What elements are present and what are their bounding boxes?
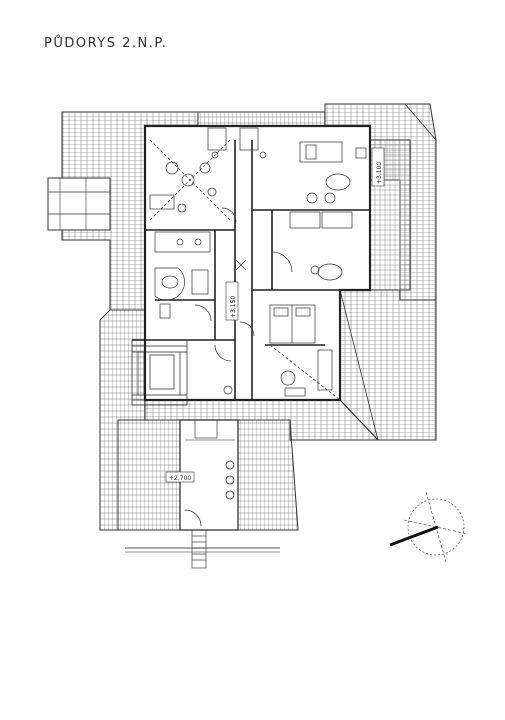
level-text-entrance: +2,700 bbox=[169, 475, 191, 482]
hallway bbox=[207, 187, 255, 395]
level-label-middle: +3,150 bbox=[225, 281, 239, 321]
living-room bbox=[149, 127, 267, 221]
roof-entrance-right bbox=[237, 419, 299, 531]
bedroom-lower bbox=[269, 304, 341, 401]
level-label-entrance: +2,700 bbox=[165, 471, 195, 483]
level-text-top-right: +3,100 bbox=[376, 162, 383, 184]
entrance-steps bbox=[125, 529, 280, 569]
left-dormer bbox=[47, 177, 111, 231]
wc-room bbox=[159, 303, 212, 322]
staircase bbox=[131, 339, 188, 406]
compass-rose-icon bbox=[389, 491, 469, 563]
plan-title: PŮDORYS 2.N.P. bbox=[44, 36, 168, 51]
level-text-middle: +3,150 bbox=[230, 296, 237, 318]
bathroom bbox=[154, 231, 211, 301]
bedroom-top-right bbox=[271, 141, 367, 281]
exterior-walls bbox=[143, 124, 372, 402]
level-label-top-right: +3,100 bbox=[371, 147, 385, 187]
